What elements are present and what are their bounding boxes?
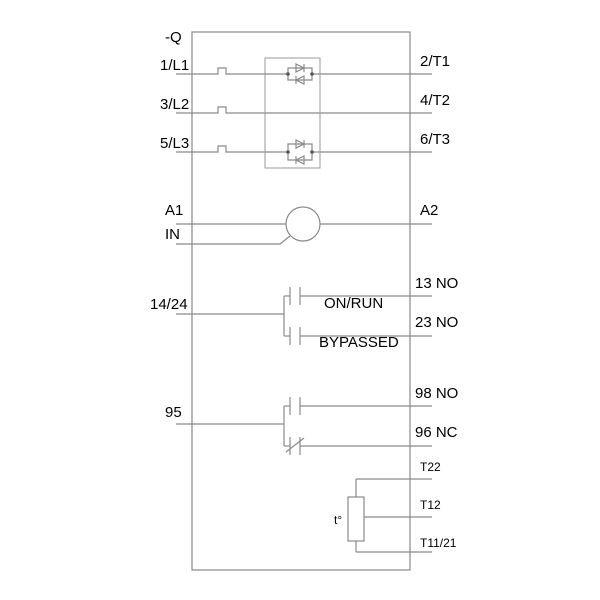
aux-contacts-on-run-bypassed bbox=[176, 287, 432, 345]
thermistor bbox=[347, 478, 432, 553]
label-bypassed: BYPASSED bbox=[319, 334, 399, 351]
terminal-13-no: 13 NO bbox=[415, 275, 458, 292]
fault-contacts bbox=[176, 397, 432, 455]
terminal-98-no: 98 NO bbox=[415, 385, 458, 402]
terminal-t11-21: T11/21 bbox=[420, 536, 457, 550]
terminal-t12: T12 bbox=[420, 498, 441, 512]
thyristor-pair-l1 bbox=[265, 63, 320, 85]
terminal-2-t1: 2/T1 bbox=[420, 53, 450, 70]
power-line-l1 bbox=[176, 67, 432, 75]
terminal-t22: T22 bbox=[420, 460, 441, 474]
terminal-14-24: 14/24 bbox=[150, 296, 188, 313]
thyristor-pair-l3 bbox=[265, 139, 320, 165]
terminal-a2: A2 bbox=[420, 202, 438, 219]
terminal-6-t3: 6/T3 bbox=[420, 131, 450, 148]
terminal-96-nc: 96 NC bbox=[415, 424, 458, 441]
power-line-l2 bbox=[176, 106, 432, 114]
terminal-5-l3: 5/L3 bbox=[160, 135, 189, 152]
thyristor-module bbox=[264, 57, 321, 169]
terminal-1-l1: 1/L1 bbox=[160, 57, 189, 74]
label-on-run: ON/RUN bbox=[324, 295, 383, 312]
device-frame bbox=[191, 31, 411, 571]
terminal-23-no: 23 NO bbox=[415, 314, 458, 331]
terminal-3-l2: 3/L2 bbox=[160, 96, 189, 113]
power-line-l3 bbox=[176, 145, 432, 153]
thermistor-symbol: t° bbox=[334, 513, 342, 527]
terminal-in: IN bbox=[165, 226, 180, 243]
terminal-a1: A1 bbox=[165, 202, 183, 219]
control-coil bbox=[176, 206, 432, 245]
terminal-95: 95 bbox=[165, 404, 182, 421]
terminal-4-t2: 4/T2 bbox=[420, 92, 450, 109]
device-tag: -Q bbox=[165, 29, 182, 46]
